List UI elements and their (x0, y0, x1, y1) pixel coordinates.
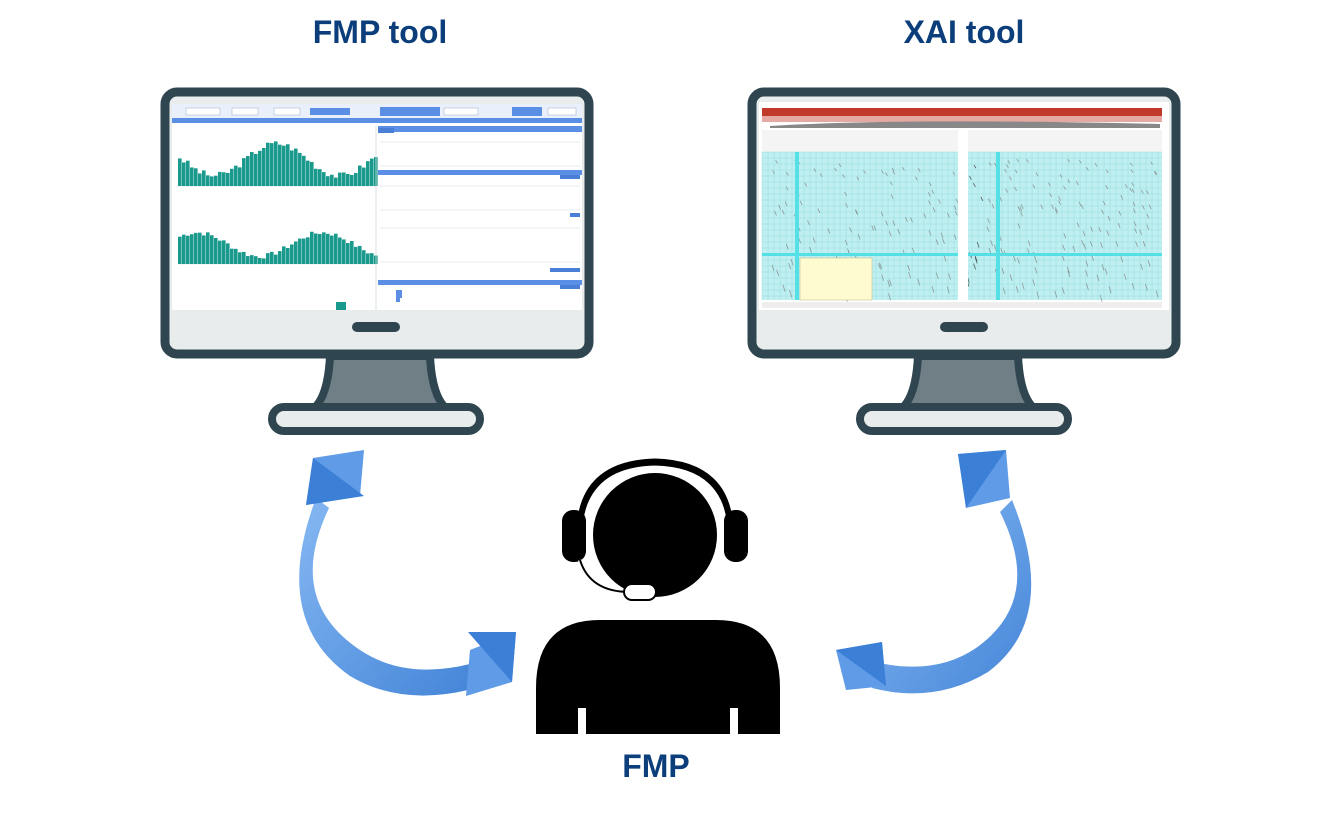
left-curved-arrow-icon (299, 450, 516, 696)
fmp-tool-screen (172, 104, 582, 310)
fmp-tool-monitor (160, 87, 594, 435)
fmp-tool-title: FMP tool (312, 14, 448, 50)
right-curved-arrow-icon (836, 450, 1032, 694)
xai-tool-screen (761, 108, 1162, 308)
fmp-person-title: FMP (622, 748, 690, 784)
operator-with-headset-icon (536, 458, 780, 734)
xai-tool-title: XAI tool (903, 14, 1025, 50)
